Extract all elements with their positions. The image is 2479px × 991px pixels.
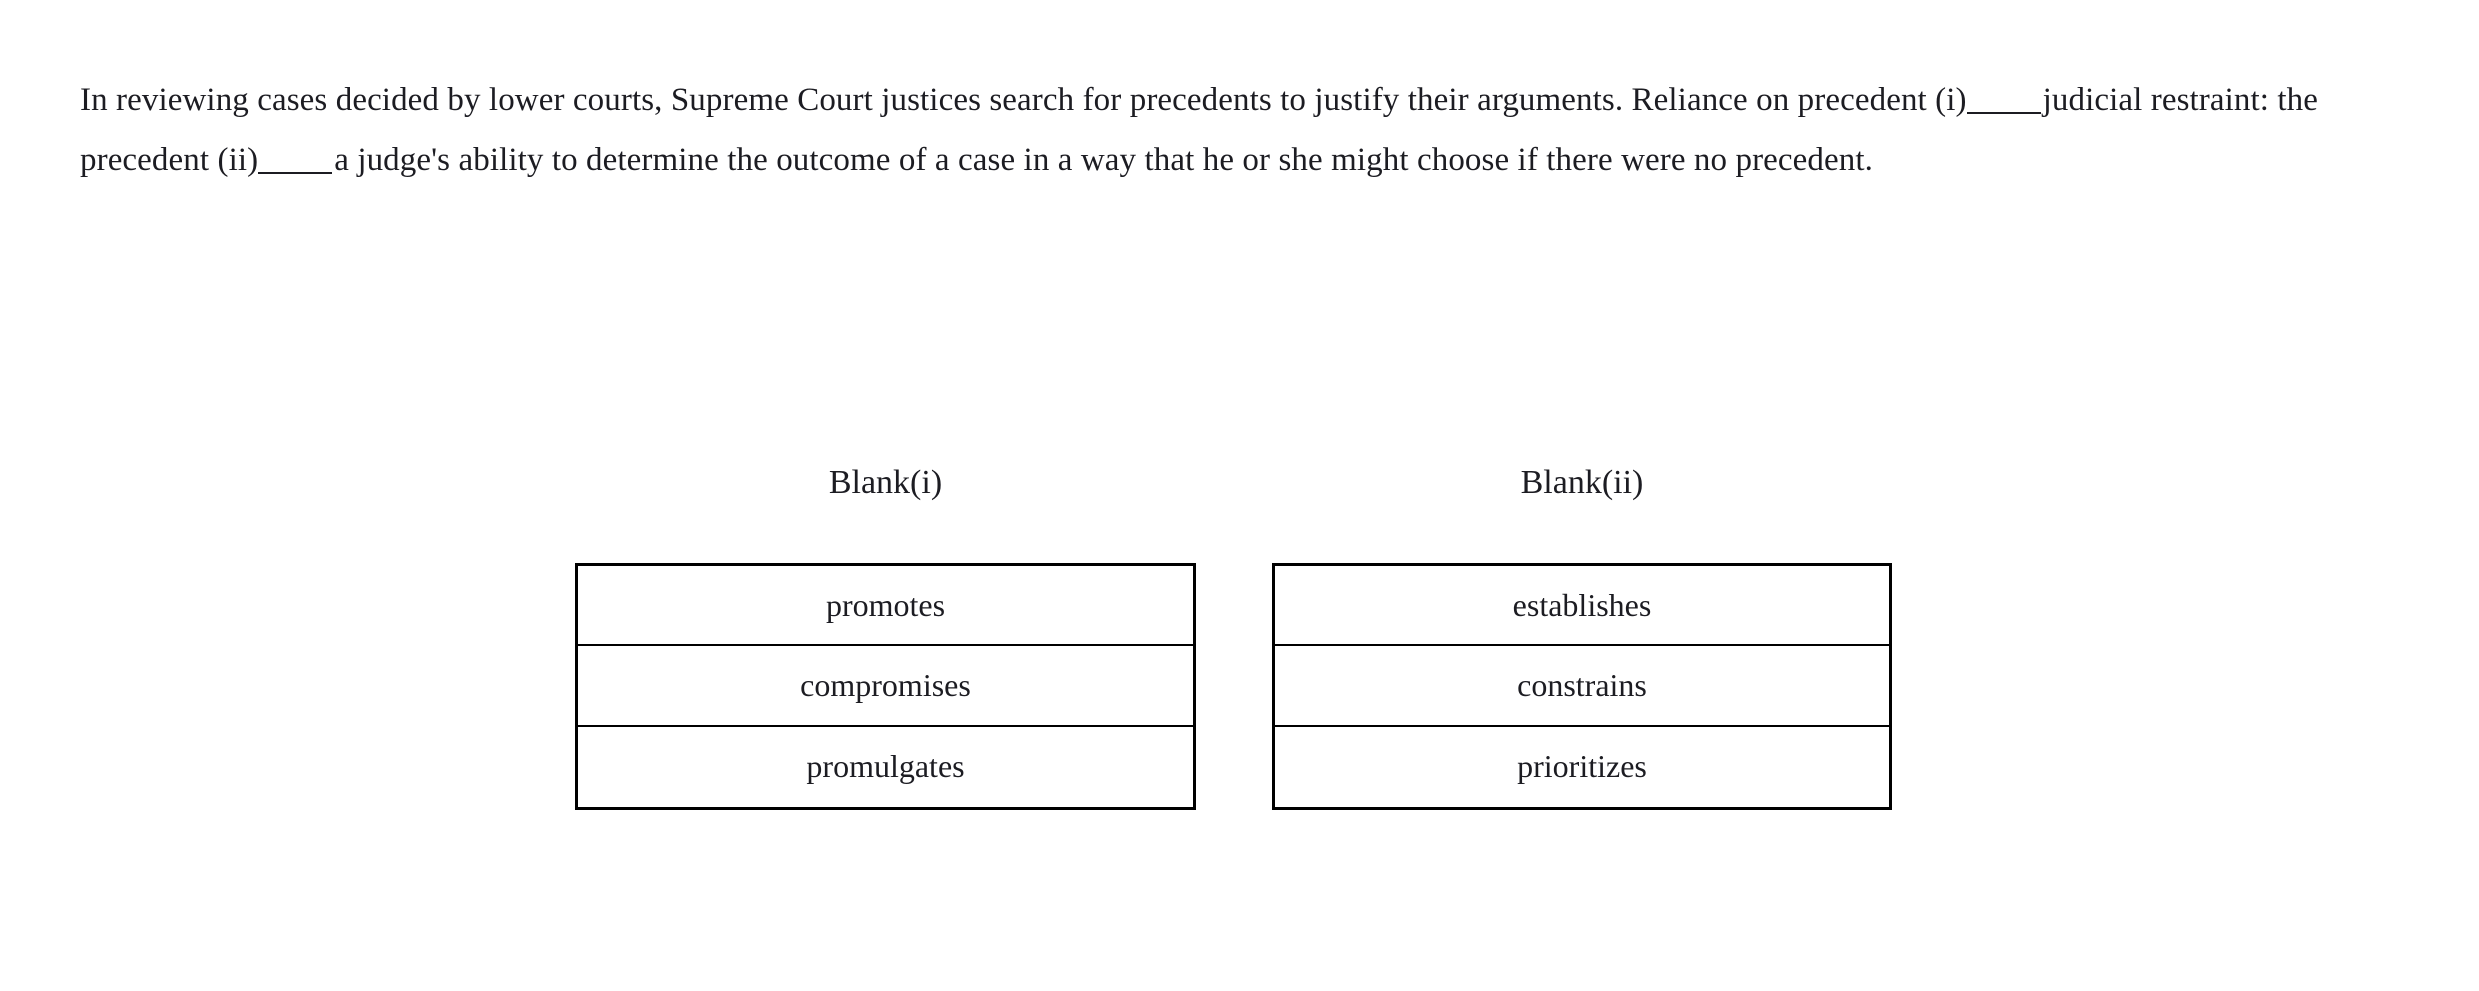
option-row[interactable]: constrains — [1275, 646, 1889, 727]
option-row[interactable]: prioritizes — [1275, 726, 1889, 807]
option-row[interactable]: promulgates — [578, 726, 1193, 807]
passage-segment-1: In reviewing cases decided by lower cour… — [80, 82, 1967, 118]
blank-i-options-table: promotes compromises promulgates — [575, 563, 1196, 810]
passage-segment-2: judicial restraint: the precedent (ii) — [80, 82, 2319, 178]
blank-ii-header: Blank(ii) — [1520, 464, 1644, 501]
blank-i-header: Blank(i) — [828, 464, 943, 501]
option-row[interactable]: promotes — [578, 566, 1193, 647]
blank-ii-placeholder — [258, 146, 333, 174]
option-row[interactable]: compromises — [578, 646, 1193, 727]
blank-ii-options-table: establishes constrains prioritizes — [1272, 563, 1892, 810]
option-row[interactable]: establishes — [1275, 566, 1889, 647]
blank-i-placeholder — [1966, 86, 2041, 114]
question-passage: In reviewing cases decided by lower cour… — [80, 70, 2410, 190]
passage-segment-3: a judge's ability to determine the outco… — [334, 142, 1873, 178]
